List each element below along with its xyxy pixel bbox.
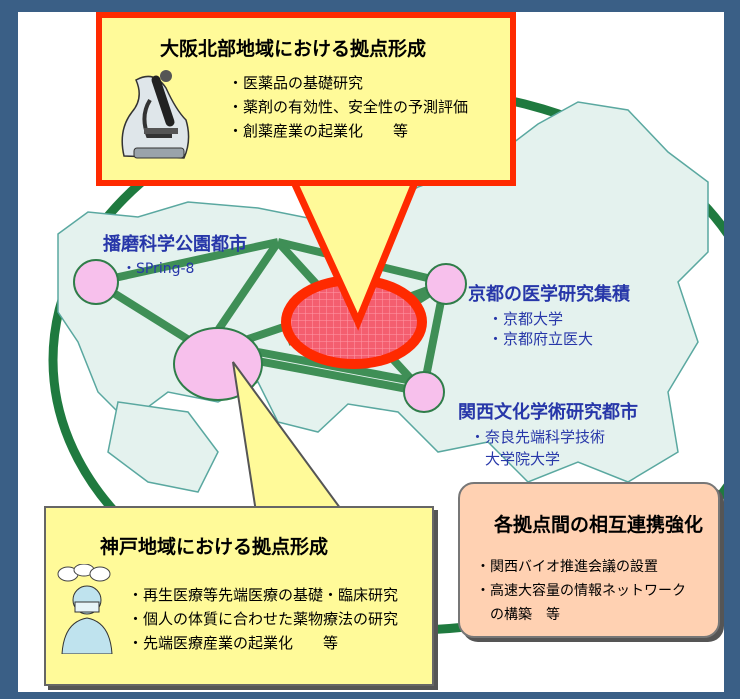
harima-title: 播磨科学公園都市 <box>103 234 247 255</box>
kobe-item-2: ・個人の体質に合わせた薬物療法の研究 <box>128 610 399 628</box>
kobe-callout: 神戸地域における拠点形成 ・再生医療等先端医療の基礎・臨床研究 ・個人の体質に合… <box>44 506 434 686</box>
region-map <box>48 85 724 635</box>
harima-node <box>73 259 119 305</box>
kyoto-item-2: ・京都府立医大 <box>488 330 594 348</box>
kansai-item-2: 大学院大学 <box>470 450 561 468</box>
osaka-item-1: ・医薬品の基礎研究 <box>228 74 364 92</box>
kyoto-node <box>425 263 467 305</box>
osaka-title: 大阪北部地域における拠点形成 <box>160 38 427 60</box>
osaka-item-3: ・創薬産業の起業化 等 <box>228 122 409 140</box>
diagram-stage: 大阪北部地域における拠点形成 ・医薬品の基礎研究 ・薬剤の有効性、安全性の予測評… <box>18 12 724 692</box>
land-fragment <box>107 401 219 493</box>
harima-item-1: ・SPring-8 <box>122 261 195 277</box>
linkage-item-2: ・高速大容量の情報ネットワーク <box>476 583 686 599</box>
kyoto-title: 京都の医学研究集積 <box>468 284 630 305</box>
linkage-box: 各拠点間の相互連携強化 ・関西バイオ推進会議の設置 ・高速大容量の情報ネットワー… <box>458 482 720 638</box>
linkage-item-1: ・関西バイオ推進会議の設置 <box>476 559 658 575</box>
kansai-science-city-node <box>403 371 445 413</box>
osaka-item-2: ・薬剤の有効性、安全性の予測評価 <box>228 98 469 116</box>
kansai-item-1: ・奈良先端科学技術 <box>470 428 606 446</box>
kobe-item-1: ・再生医療等先端医療の基礎・臨床研究 <box>128 586 399 604</box>
kobe-item-3: ・先端医療産業の起業化 等 <box>128 634 339 652</box>
kyoto-item-1: ・京都大学 <box>488 310 564 328</box>
linkage-item-3: の構築 等 <box>476 607 560 623</box>
osaka-callout: 大阪北部地域における拠点形成 ・医薬品の基礎研究 ・薬剤の有効性、安全性の予測評… <box>96 12 516 186</box>
kansai-title: 関西文化学術研究都市 <box>458 402 638 423</box>
surgeon-icon <box>57 564 113 654</box>
linkage-title: 各拠点間の相互連携強化 <box>494 514 704 536</box>
kobe-title: 神戸地域における拠点形成 <box>100 536 329 558</box>
microscope-icon <box>121 70 190 159</box>
